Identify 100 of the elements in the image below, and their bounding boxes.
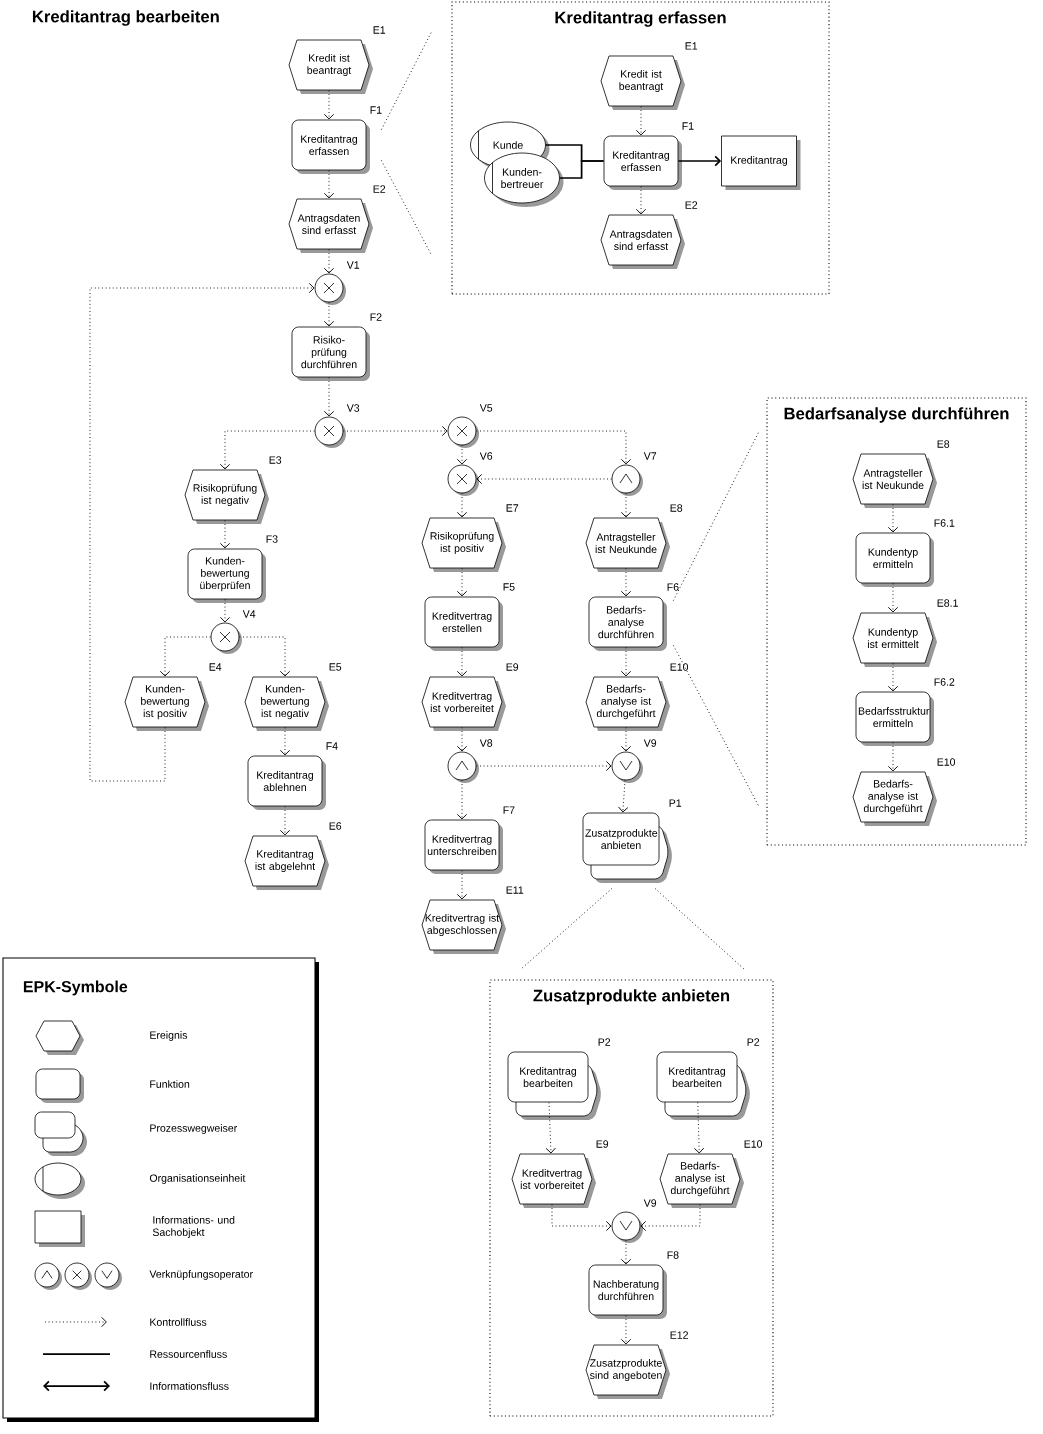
- arrow: [618, 779, 629, 813]
- node-id-label: E6: [329, 822, 342, 830]
- arrow: [456, 444, 468, 465]
- information-box: Kreditantrag: [721, 135, 801, 190]
- arrow: [323, 248, 335, 274]
- arrow: [887, 662, 899, 692]
- arrow: [323, 89, 335, 120]
- node-id-label: F6: [667, 583, 679, 591]
- node-id-label: E3: [269, 456, 282, 464]
- arrow: [620, 492, 632, 518]
- node-id-label: F4: [326, 742, 338, 750]
- node-id-label: V5: [479, 404, 493, 412]
- arrow: [456, 726, 468, 752]
- zoom-line: [672, 430, 760, 602]
- node-id-label: F3: [266, 535, 278, 543]
- zoom-line: [672, 644, 760, 808]
- arrow: [620, 726, 632, 752]
- node-id-label: V7: [643, 452, 657, 460]
- node-id-label: E10: [937, 758, 956, 766]
- node-id-label: P2: [598, 1038, 611, 1046]
- legend-label: Funktion: [150, 1080, 190, 1088]
- title: Kreditantrag bearbeiten: [32, 10, 219, 26]
- node-id-label: P1: [669, 799, 682, 807]
- arrow: [456, 492, 468, 518]
- function-box: Kunden- bewertung überprüfen: [187, 548, 266, 603]
- arrow: [620, 1314, 632, 1345]
- arrow: [635, 185, 647, 215]
- node-id-label: P2: [747, 1038, 760, 1046]
- legend-heading: EPK-Symbole: [23, 980, 128, 996]
- function-box: Kundentyp ermitteln: [855, 532, 934, 587]
- node-id-label: F1: [682, 122, 694, 130]
- node-id-label: E1: [373, 26, 386, 34]
- arrow: [159, 636, 212, 677]
- zoom-line: [380, 31, 432, 131]
- arrow: [89, 282, 315, 782]
- arrow: [279, 726, 291, 756]
- zoom-line: [520, 887, 613, 970]
- node-id-label: E9: [506, 663, 519, 671]
- event-hexagon: Kredit ist beantragt: [600, 55, 685, 110]
- arrow: [475, 760, 612, 772]
- legend-label: Prozesswegweiser: [150, 1124, 237, 1134]
- node-id-label: E10: [744, 1140, 763, 1148]
- arrow: [342, 425, 448, 437]
- node-id-label: V8: [479, 739, 493, 747]
- legend-label: Organisationseinheit: [149, 1174, 246, 1184]
- legend-label: Ereignis: [150, 1031, 188, 1041]
- node-id-label: E8: [937, 440, 950, 448]
- zoom-line: [380, 159, 432, 256]
- node-id-label: V6: [479, 452, 493, 460]
- arrow: [475, 430, 632, 465]
- node-id-label: E7: [506, 504, 519, 512]
- node-id-label: F7: [503, 806, 515, 814]
- event-hexagon: Kredit ist beantragt: [288, 39, 373, 94]
- node-id-label: V3: [346, 404, 360, 412]
- arrow: [456, 567, 468, 597]
- arrow: [219, 430, 316, 470]
- node-id-label: E2: [373, 185, 386, 193]
- arrow: [323, 301, 335, 327]
- arrow: [323, 376, 335, 417]
- event-hexagon: Antragsdaten sind erfasst: [600, 214, 685, 269]
- arrow: [238, 636, 291, 677]
- arrow: [887, 503, 899, 533]
- node-id-label: E8: [670, 504, 683, 512]
- arrow: [456, 869, 468, 900]
- arrow: [456, 779, 468, 820]
- node-id-label: F6.2: [934, 678, 955, 686]
- legend-label: Ressourcenfluss: [150, 1350, 227, 1358]
- arrow: [887, 582, 899, 613]
- arrow: [219, 519, 231, 549]
- node-id-label: E4: [209, 663, 222, 671]
- node-id-label: F8: [667, 1251, 679, 1259]
- arrow: [279, 805, 291, 836]
- arrow: [551, 1203, 612, 1232]
- node-id-label: F5: [503, 583, 515, 591]
- resource-line: [559, 160, 605, 179]
- function-box: Kreditantrag erfassen: [603, 135, 682, 190]
- arrow: [620, 567, 632, 597]
- arrow: [635, 105, 647, 136]
- node-id-label: V9: [643, 1199, 657, 1207]
- arrow: [640, 1203, 701, 1232]
- arrow: [620, 1239, 632, 1265]
- zoom-line: [654, 887, 745, 970]
- node-id-label: E11: [506, 886, 524, 894]
- node-id-label: F1: [370, 106, 382, 114]
- node-id-label: E9: [596, 1140, 609, 1148]
- node-id-label: F6.1: [934, 519, 955, 527]
- arrow: [677, 155, 722, 167]
- legend-label: Verknüpfungsoperator: [149, 1270, 253, 1280]
- node-id-label: V1: [346, 261, 360, 269]
- arrow: [323, 169, 335, 199]
- node-id-label: E2: [685, 201, 698, 209]
- node-id-label: V9: [643, 739, 657, 747]
- node-id-label: E10: [670, 663, 689, 671]
- node-id-label: E8.1: [937, 599, 958, 607]
- legend-label: Informations- und Sachobjekt: [152, 1215, 235, 1239]
- arrow: [219, 598, 231, 623]
- node-id-label: E12: [670, 1331, 688, 1339]
- legend-label: Informationsfluss: [150, 1382, 229, 1390]
- node-id-label: V4: [242, 610, 256, 618]
- node-id-label: F2: [370, 313, 382, 321]
